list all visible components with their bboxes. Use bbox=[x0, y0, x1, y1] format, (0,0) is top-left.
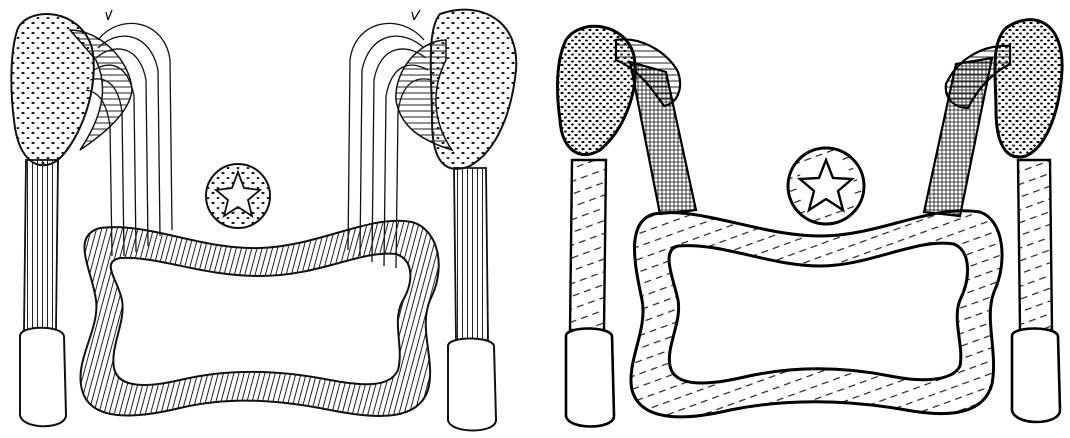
left-panel-left-cap bbox=[20, 328, 66, 427]
right-panel-right-cap bbox=[1012, 329, 1060, 423]
left-panel-right-cord bbox=[454, 168, 488, 340]
left-panel-right-cap bbox=[448, 339, 496, 431]
left-panel-central-ring bbox=[80, 221, 438, 416]
right-panel bbox=[558, 20, 1063, 427]
right-panel-right-cord bbox=[1018, 160, 1052, 330]
right-panel-star-disk bbox=[788, 148, 864, 224]
right-panel-central-ring bbox=[631, 211, 1002, 417]
left-panel-left-cord bbox=[24, 160, 58, 330]
left-panel-star-disk bbox=[206, 164, 270, 228]
left-panel bbox=[11, 10, 516, 431]
right-panel-right-testis bbox=[995, 20, 1062, 157]
right-panel-right-band bbox=[924, 58, 992, 216]
right-panel-left-band bbox=[630, 62, 696, 214]
right-panel-left-cord bbox=[570, 160, 606, 330]
right-panel-left-cap bbox=[566, 329, 614, 427]
